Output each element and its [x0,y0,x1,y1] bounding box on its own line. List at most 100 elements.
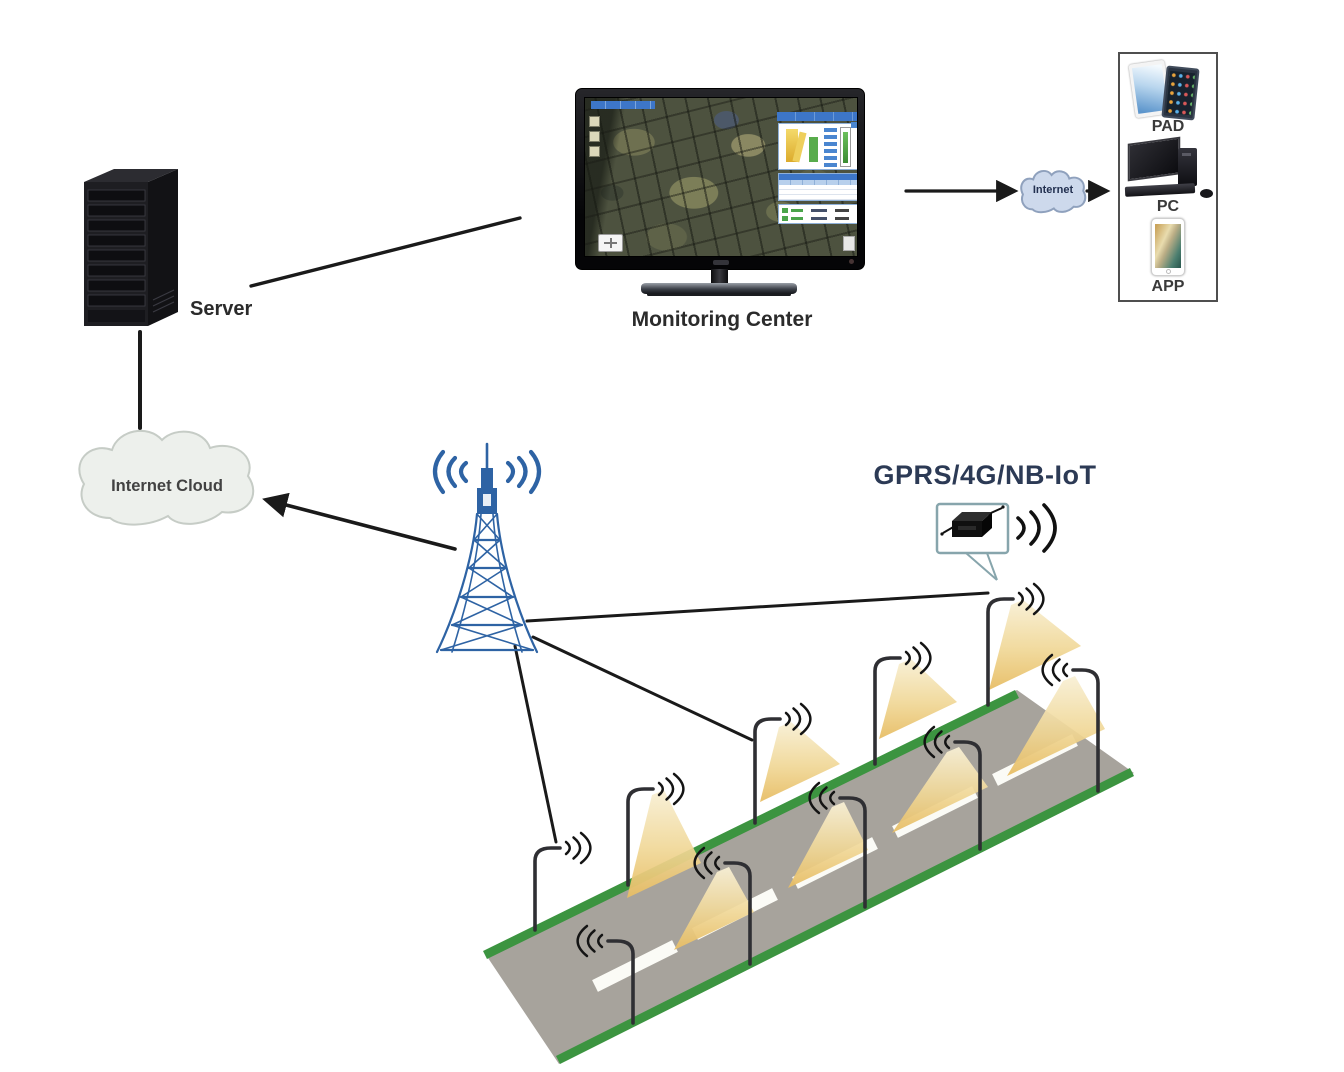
app-label: APP [1151,278,1185,295]
lamp-radio-waves-icon [1051,658,1061,682]
lamp-radio-waves-icon [818,786,828,810]
gauge-tab [851,122,857,128]
table-header-row [779,180,857,185]
edge-tower-lamp5 [525,591,990,623]
gprs-label: GPRS/4G/NB-IoT [873,460,1097,490]
street-lights [533,582,1105,1025]
table-rows [779,185,857,200]
monitor-stand-neck [711,269,728,285]
street-lamp-pole [986,597,1015,707]
panel-list-rows [824,128,837,167]
lamp-radio-waves-icon [665,777,675,801]
street-lamp-pole [723,861,752,966]
lamp-radio-waves-icon [693,846,706,880]
lamp-radio-waves-icon [1041,653,1054,687]
phone-home-button [1166,268,1171,274]
lamp-radio-waves-icon [714,855,721,871]
edge-server-monitor [249,216,522,288]
lamp-radio-waves-icon [703,851,713,875]
keyboard-icon [1124,183,1196,197]
lamp-radio-waves-icon [1062,662,1069,678]
desktop-monitor-icon [1127,136,1181,182]
lamp-radio-waves-icon [792,707,802,731]
status-row [779,208,857,214]
internet-label: Internet [1032,184,1074,196]
lamp-radio-waves-icon [657,781,664,797]
map-legend-icon [589,146,600,157]
edge-tower-cloud-arrow [262,492,457,551]
pad-label: PAD [1151,118,1185,135]
street-lamp-pole [953,740,982,851]
lamp-radio-waves-icon [1025,587,1035,611]
lamp-radio-waves-icon [912,646,922,670]
chart-bar-green [809,137,818,162]
desktop-tower-icon [1178,148,1197,186]
connection-lines [138,179,1111,844]
monitoring-software-panel [777,112,857,224]
light-cone [879,659,957,739]
client-devices-panel: PAD PC APP [1118,52,1218,302]
iot-controller-icon [940,505,1005,537]
lamp-radio-waves-icon [799,702,812,736]
map-zoom-icon [589,131,600,142]
street-lamp-pole [1071,668,1100,793]
server-rack-icon [84,169,178,326]
pc-label: PC [1156,198,1180,215]
road-curb-top [483,689,1019,960]
light-cone [674,867,754,950]
internet-cloud-shape [78,430,255,526]
street-lamp-pole [626,787,655,887]
lamp-radio-waves-icon [1032,582,1045,616]
light-cone [1007,676,1105,776]
lamp-radio-waves-icon [597,933,604,949]
monitoring-center [575,88,865,348]
lamp-radio-waves-icon [572,836,582,860]
street-lamp-pole [873,656,902,766]
lamp-radio-waves-icon [923,725,936,759]
monitor-brand-logo [713,260,729,265]
light-cone [627,790,701,898]
mouse-icon [1200,189,1213,198]
monitor-power-led [849,259,854,264]
app-group: APP [1120,218,1216,296]
level-gauge [840,127,851,167]
phone-screen [1155,224,1181,268]
tablet-apps-icon [1161,65,1200,121]
lamp-radio-waves-icon [829,790,836,806]
light-cone [760,722,840,802]
street-lamp-pole [838,796,867,909]
lamp-radio-waves-icon [579,831,592,865]
panel-status-box [778,204,857,224]
map-scale-widget [843,236,855,251]
tower-radio-waves-icon [432,449,542,495]
lamp-radio-waves-icon [933,730,943,754]
panel-chart-box [778,122,857,170]
pad-group: PAD [1120,58,1216,136]
cell-tower-icon [432,442,542,654]
smartphone-icon [1151,218,1185,276]
monitor-stand-base [641,283,797,296]
road-curb-bottom [555,767,1135,1065]
gauge-fill [843,132,848,163]
lamp-radio-waves-icon [944,734,951,750]
lamp-radio-waves-icon [672,772,685,806]
lamp-radio-waves-icon [576,924,589,958]
light-cone [788,802,868,888]
table-title-bar [779,174,857,180]
lamp-radio-waves-icon [586,929,596,953]
monitor-bezel [575,88,865,270]
map-toolbar [591,101,655,109]
internet-small-cloud-shape [1021,171,1085,212]
internet-cloud-label: Internet Cloud [111,477,223,495]
monitor-screen-map [584,97,858,257]
street-lamp-pole [533,846,562,932]
lamp-radio-waves-icon [1017,591,1024,607]
status-row [779,216,857,222]
gprs-device-callout [935,502,1057,581]
street-lamp-pole [606,939,635,1025]
map-pan-control-icon [598,234,623,252]
lamp-radio-waves-icon [919,641,932,675]
edge-tower-lamp3 [531,635,754,742]
